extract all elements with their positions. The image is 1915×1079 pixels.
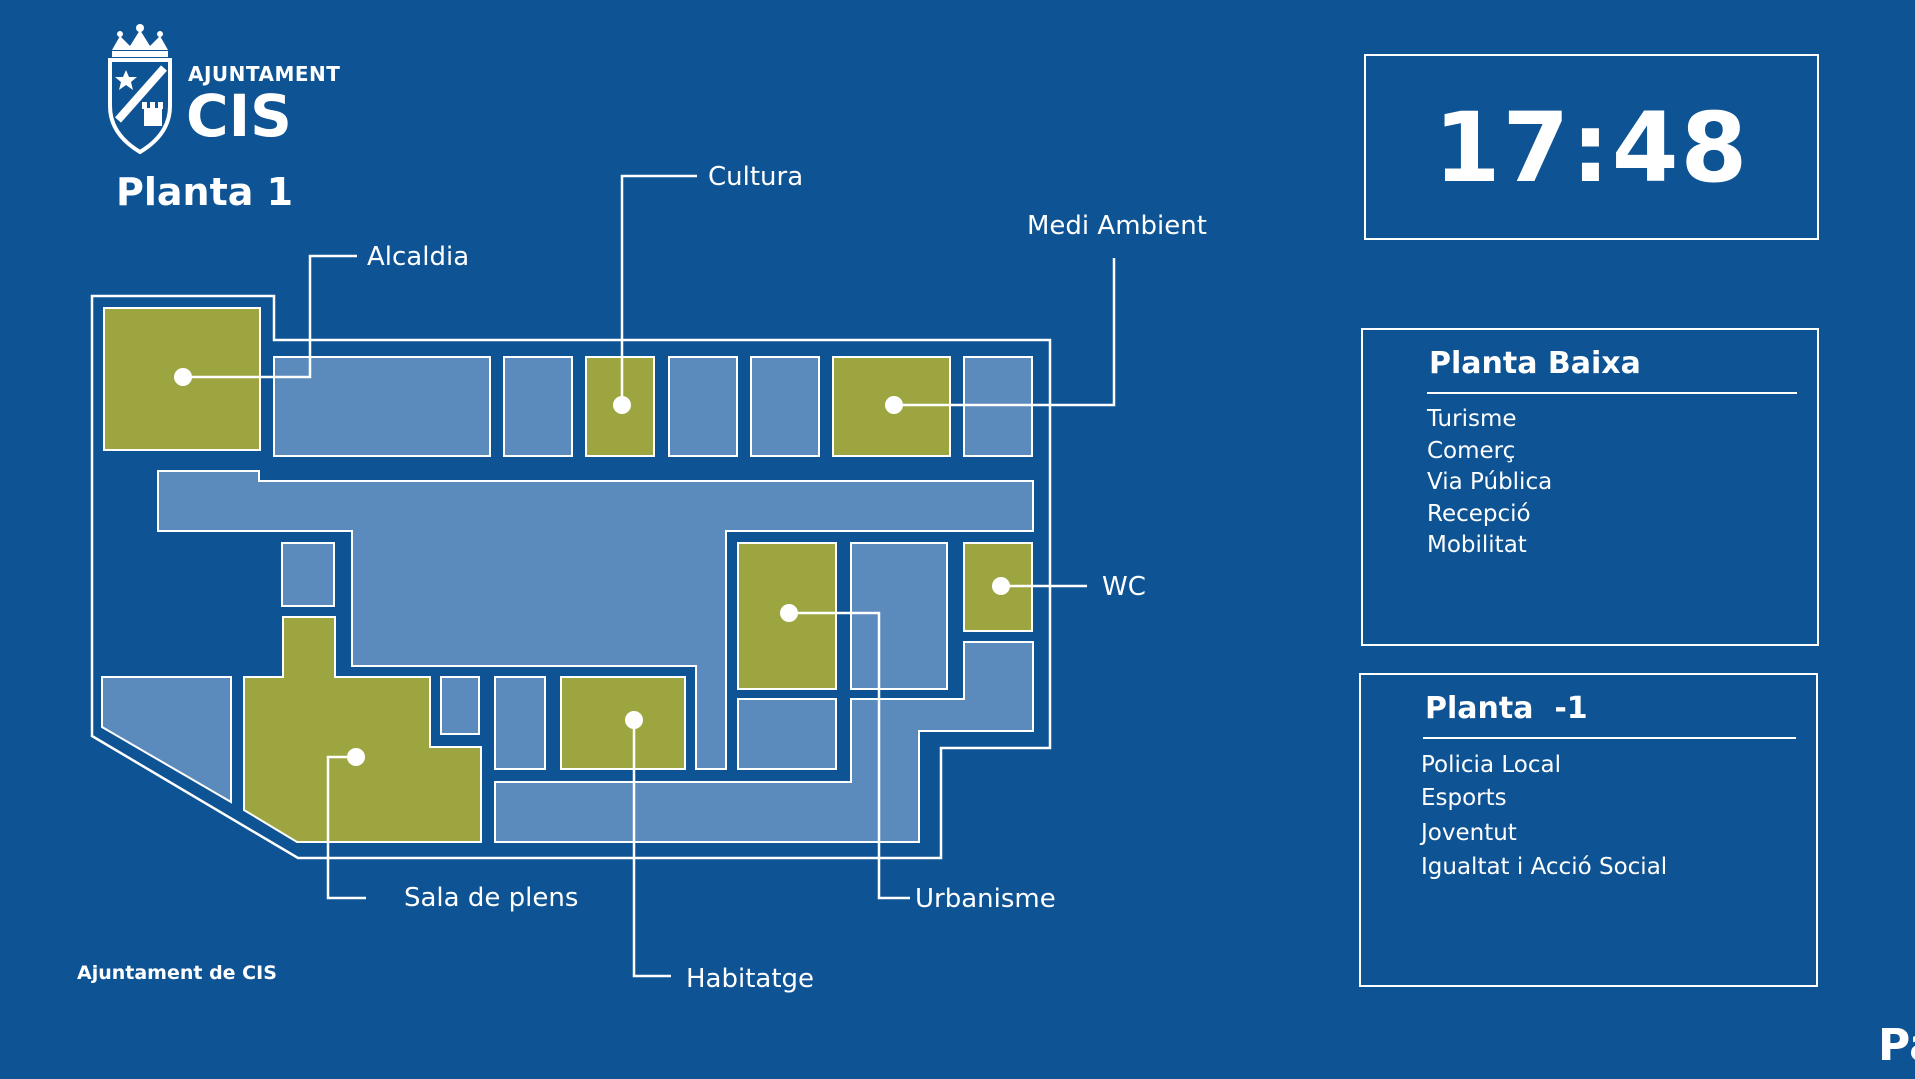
label-wc: WC <box>1102 572 1146 602</box>
leader-line-medi-ambient <box>894 258 1116 407</box>
room <box>440 676 480 735</box>
list-item: Mobilitat <box>1427 532 1527 558</box>
list-item: Esports <box>1421 785 1507 811</box>
label-habitatge: Habitatge <box>686 964 814 994</box>
room <box>101 676 232 804</box>
planta-menys1-list: Policia Local Esports Joventut Igualtat … <box>1421 749 1667 884</box>
room <box>281 542 335 607</box>
clock-time: 17:48 <box>1433 92 1750 204</box>
room <box>850 542 948 690</box>
room <box>963 356 1033 457</box>
list-item: Turisme <box>1427 406 1517 432</box>
list-item: Igualtat i Acció Social <box>1421 854 1668 880</box>
room-habitatge <box>560 676 686 770</box>
crown-icon <box>112 24 168 57</box>
planta-baixa-title: Planta Baixa <box>1429 346 1641 381</box>
room <box>737 698 837 770</box>
floor-title: Planta 1 <box>116 170 294 214</box>
leader-line-sala-de-plens <box>326 755 366 900</box>
label-urbanisme: Urbanisme <box>915 884 1056 914</box>
room <box>494 676 546 770</box>
list-item: Via Pública <box>1427 469 1553 495</box>
corridor <box>494 641 1034 843</box>
divider <box>1427 392 1797 394</box>
label-cultura: Cultura <box>708 162 803 192</box>
label-alcaldia: Alcaldia <box>367 242 469 272</box>
list-item: Comerç <box>1427 437 1516 464</box>
list-item: Recepció <box>1427 500 1531 527</box>
room <box>273 356 491 457</box>
marker-dot <box>347 748 365 766</box>
logo-title: CIS <box>186 82 292 150</box>
label-sala-de-plens: Sala de plens <box>404 883 578 913</box>
room <box>503 356 573 457</box>
footer-credit: Ajuntament de CIS <box>77 962 277 984</box>
list-item: Joventut <box>1421 820 1517 846</box>
marker-dot <box>625 711 643 729</box>
marker-dot <box>885 396 903 414</box>
divider <box>1423 737 1796 739</box>
building-outline <box>90 294 1052 860</box>
corridor <box>157 470 1034 770</box>
room <box>750 356 820 457</box>
marker-dot <box>992 577 1010 595</box>
marker-dot <box>613 396 631 414</box>
room <box>668 356 738 457</box>
room-sala-de-plens <box>243 616 482 843</box>
label-medi-ambient: Medi Ambient <box>1027 211 1207 241</box>
planta-menys1-panel: Planta -1 Policia Local Esports Joventut… <box>1359 673 1818 987</box>
leader-line-cultura <box>620 174 697 405</box>
ajuntament-cis-logo <box>108 24 172 154</box>
logo-subtitle: AJUNTAMENT <box>188 62 341 86</box>
marker-dot <box>780 604 798 622</box>
leader-line-urbanisme <box>789 611 910 900</box>
cropped-edge-text: Pa <box>1878 1020 1915 1071</box>
planta-baixa-list: Turisme Comerç Via Pública Recepció Mobi… <box>1427 404 1552 562</box>
clock-panel: 17:48 <box>1364 54 1819 240</box>
planta-baixa-panel: Planta Baixa Turisme Comerç Via Pública … <box>1361 328 1819 646</box>
leader-line-alcaldia <box>183 254 357 379</box>
shield-icon <box>108 58 172 154</box>
planta-menys1-title: Planta -1 <box>1425 691 1588 726</box>
leader-line-habitatge <box>632 720 671 978</box>
list-item: Policia Local <box>1421 752 1561 778</box>
marker-dot <box>174 368 192 386</box>
